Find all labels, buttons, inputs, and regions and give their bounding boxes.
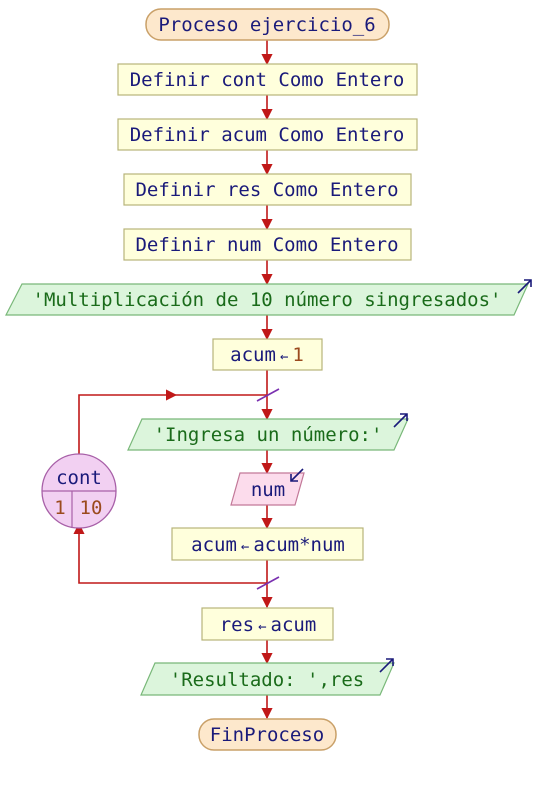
assign-res-value: acum: [271, 614, 317, 636]
decl-cont-label: Definir cont Como Entero: [130, 69, 405, 91]
assign-res-label: res← acum: [220, 614, 317, 636]
for-loop-variable: cont: [56, 467, 102, 489]
input-num-label: num: [251, 479, 285, 501]
for-loop-from: 1: [54, 497, 65, 519]
assign-acum-label: acum←1: [230, 344, 304, 366]
assign-res-box: res← acum: [201, 607, 334, 641]
for-loop-to: 10: [80, 497, 103, 519]
assign-acum-var: acum: [230, 344, 276, 366]
connectors: [73, 40, 273, 720]
assign-mult-arrow: ←: [241, 539, 249, 555]
loop-return-line: [73, 522, 267, 584]
output-title-label: 'Multiplicación de 10 número singresados…: [33, 289, 502, 311]
assign-mult-shape: [171, 527, 364, 561]
decl-cont-box: Definir cont Como Entero: [117, 63, 418, 96]
output-prompt-shape: [127, 418, 409, 451]
loop-entry-line: [78, 389, 178, 459]
decl-res-box: Definir res Como Entero: [123, 173, 412, 206]
assign-mult-box: acum←acum*num: [171, 527, 364, 561]
output-arrow-icon: [517, 279, 532, 294]
output-result-label: 'Resultado: ',res: [170, 669, 364, 691]
output-arrow-icon: [379, 658, 394, 673]
output-result-shape: [140, 662, 395, 696]
decl-acum-label: Definir acum Como Entero: [130, 124, 405, 146]
output-arrow-icon: [393, 413, 408, 428]
input-num: num: [230, 468, 305, 506]
loop-tick-bottom: [256, 576, 280, 590]
end-terminal-shape: [198, 718, 337, 751]
assign-acum-value: 1: [292, 344, 303, 366]
output-result: 'Resultado: ',res: [140, 658, 395, 696]
output-prompt: 'Ingresa un número:': [127, 413, 409, 451]
assign-acum-box: acum←1: [212, 338, 323, 371]
loop-tick-top: [256, 388, 280, 402]
start-label: Proceso ejercicio_6: [158, 14, 375, 36]
assign-mult-label: acum←acum*num: [191, 534, 345, 556]
input-arrow-icon: [290, 468, 304, 482]
decl-num-label: Definir num Como Entero: [135, 234, 398, 256]
for-loop-node: cont 1 10: [41, 453, 117, 529]
output-prompt-label: 'Ingresa un número:': [154, 424, 383, 446]
decl-num-shape: [123, 228, 412, 261]
assign-acum-arrow: ←: [280, 349, 288, 365]
input-num-shape: [230, 472, 305, 506]
output-title-shape: [5, 283, 529, 316]
output-title: 'Multiplicación de 10 número singresados…: [5, 279, 532, 316]
end-label: FinProceso: [210, 724, 324, 746]
decl-res-label: Definir res Como Entero: [135, 179, 398, 201]
decl-res-shape: [123, 173, 412, 206]
decl-acum-box: Definir acum Como Entero: [117, 118, 418, 151]
assign-acum-shape: [212, 338, 323, 371]
assign-mult-expr: acum*num: [253, 534, 345, 556]
loop-ticks: [256, 388, 280, 590]
start-terminal: Proceso ejercicio_6: [145, 8, 390, 41]
start-terminal-shape: [145, 8, 390, 41]
assign-res-arrow: ←: [258, 619, 266, 635]
assign-res-var: res: [220, 614, 254, 636]
decl-num-box: Definir num Como Entero: [123, 228, 412, 261]
decl-acum-shape: [117, 118, 418, 151]
assign-res-shape: [201, 607, 334, 641]
end-terminal: FinProceso: [198, 718, 337, 751]
assign-mult-var: acum: [191, 534, 237, 556]
decl-cont-shape: [117, 63, 418, 96]
